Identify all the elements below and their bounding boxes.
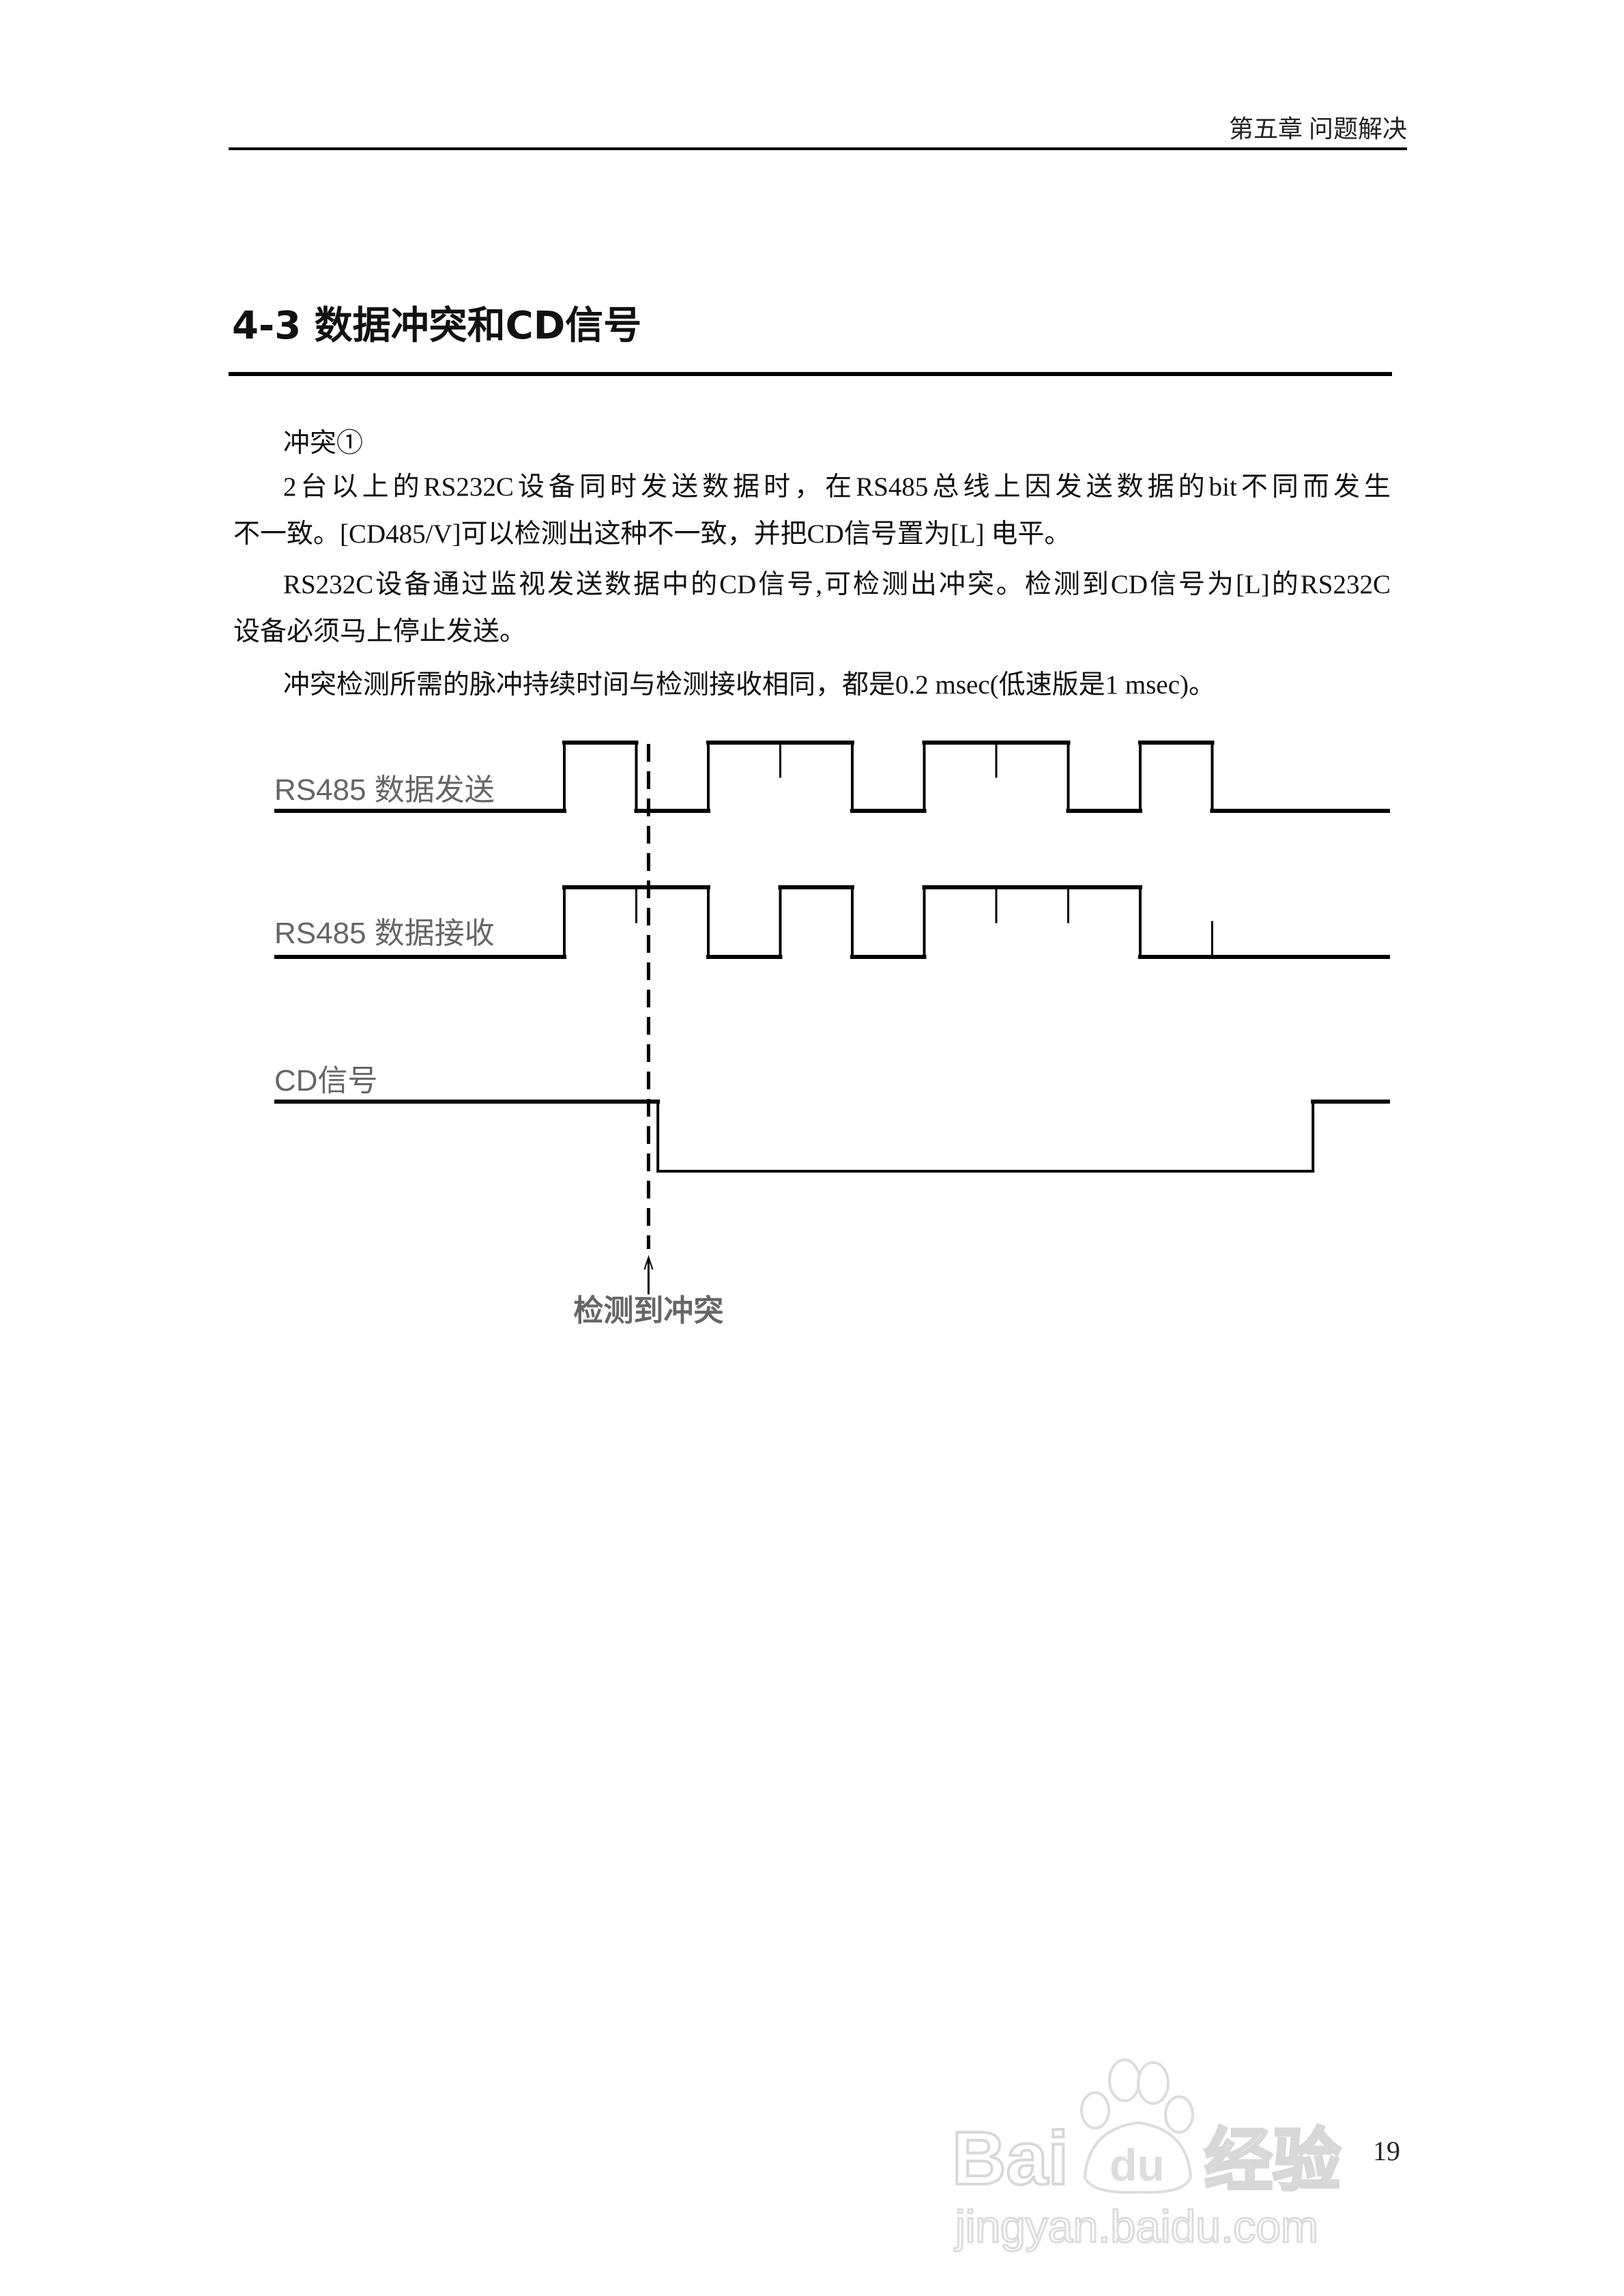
title-rule xyxy=(229,372,1392,376)
send-signal-label: RS485 数据发送 xyxy=(274,773,495,807)
receive-waveform xyxy=(274,885,1390,959)
header-rule xyxy=(229,147,1407,150)
body-line: 冲突检测所需的脉冲持续时间与检测接收相同，都是0.2 msec(低速版是1 ms… xyxy=(283,670,1215,700)
svg-text:jingyan.baidu.com: jingyan.baidu.com xyxy=(954,2201,1318,2252)
body-line: RS232C设备通过监视发送数据中的CD信号,可检测出冲突。检测到CD信号为[L… xyxy=(283,570,1391,599)
svg-text:Bai: Bai xyxy=(952,2116,1069,2200)
cd-signal-label: CD信号 xyxy=(274,1064,378,1097)
body-line: 设备必须马上停止发送。 xyxy=(233,617,527,646)
paw-logo-icon xyxy=(1080,2058,1194,2194)
svg-text:du: du xyxy=(1110,2140,1165,2190)
cd-waveform xyxy=(274,1100,1390,1173)
running-header: 第五章 问题解决 xyxy=(1228,115,1407,143)
collision-detected-label: 检测到冲突 xyxy=(573,1294,723,1328)
baidu-jingyan-watermark: Bai du 经验 jingyan.baidu.com xyxy=(951,2058,1342,2252)
receive-signal-label: RS485 数据接收 xyxy=(274,917,495,950)
subheading: 冲突① xyxy=(283,429,364,458)
body-line: 2台以上的RS232C设备同时发送数据时，在RS485总线上因发送数据的bit不… xyxy=(283,472,1391,502)
arrow-up-icon xyxy=(643,1254,654,1295)
section-title: 4-3 数据冲突和CD信号 xyxy=(232,304,642,348)
page-number: 19 xyxy=(1373,2136,1400,2166)
body-line: 不一致。[CD485/V]可以检测出这种不一致，并把CD信号置为[L] 电平。 xyxy=(233,519,1071,549)
arrow-head xyxy=(643,1254,654,1270)
svg-text:经验: 经验 xyxy=(1204,2121,1341,2200)
